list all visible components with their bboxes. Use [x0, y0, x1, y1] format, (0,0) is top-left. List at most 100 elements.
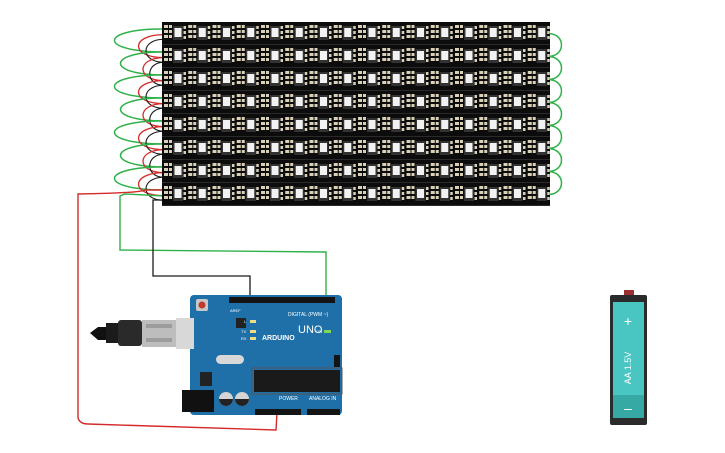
led-pixel[interactable] [236, 94, 259, 109]
power-wire-left-4[interactable] [137, 126, 165, 151]
led-pixel[interactable] [212, 117, 235, 132]
led-pixel[interactable] [164, 48, 186, 63]
led-pixel[interactable] [164, 186, 186, 201]
led-pixel[interactable] [455, 140, 477, 155]
led-pixel[interactable] [261, 163, 283, 178]
led-pixel[interactable] [309, 186, 332, 201]
led-pixel[interactable] [503, 140, 526, 155]
power-wire-left-5[interactable] [142, 149, 165, 174]
power-wire-left-6[interactable] [137, 172, 165, 197]
data-wire-right-1[interactable] [547, 55, 563, 81]
data-wire-left-1[interactable] [119, 51, 165, 76]
led-pixel[interactable] [358, 140, 380, 155]
led-pixel[interactable] [212, 48, 235, 63]
led-pixel[interactable] [527, 94, 550, 109]
led-pixel[interactable] [236, 25, 259, 40]
led-pixel[interactable] [261, 71, 283, 86]
reset-button-cap[interactable] [198, 301, 206, 309]
led-pixel[interactable] [503, 94, 526, 109]
led-pixel[interactable] [358, 117, 380, 132]
led-pixel[interactable] [406, 140, 429, 155]
led-pixel[interactable] [309, 163, 332, 178]
led-pixel[interactable] [309, 25, 332, 40]
led-pixel[interactable] [527, 117, 550, 132]
led-pixel[interactable] [479, 140, 502, 155]
led-pixel[interactable] [236, 117, 259, 132]
led-pixel[interactable] [212, 163, 235, 178]
led-pixel[interactable] [261, 48, 283, 63]
led-pixel[interactable] [164, 25, 186, 40]
led-pixel[interactable] [188, 94, 211, 109]
data-wire-left-6[interactable] [114, 166, 165, 191]
led-pixel[interactable] [164, 163, 186, 178]
led-pixel[interactable] [188, 186, 211, 201]
data-wire-left-4[interactable] [114, 120, 165, 145]
led-pixel[interactable] [527, 71, 550, 86]
led-pixel[interactable] [455, 117, 477, 132]
led-pixel[interactable] [285, 48, 308, 63]
data-wire-left-3[interactable] [119, 97, 165, 122]
usb-connector[interactable] [90, 318, 194, 349]
led-pixel[interactable] [358, 163, 380, 178]
data-wire-right-3[interactable] [547, 101, 563, 127]
led-pixel[interactable] [382, 117, 405, 132]
led-pixel[interactable] [285, 25, 308, 40]
power-jack[interactable] [182, 390, 214, 412]
led-pixel[interactable] [333, 140, 356, 155]
led-pixel[interactable] [309, 48, 332, 63]
ground-wire-left-5[interactable] [149, 153, 165, 178]
led-pixel[interactable] [358, 186, 380, 201]
led-pixel[interactable] [382, 140, 405, 155]
led-pixel[interactable] [285, 71, 308, 86]
led-pixel[interactable] [285, 163, 308, 178]
data-wire-left-2[interactable] [114, 74, 165, 99]
led-pixel[interactable] [212, 186, 235, 201]
led-pixel[interactable] [333, 48, 356, 63]
led-pixel[interactable] [236, 140, 259, 155]
led-pixel[interactable] [406, 94, 429, 109]
led-pixel[interactable] [358, 25, 380, 40]
led-pixel[interactable] [527, 25, 550, 40]
led-pixel[interactable] [358, 48, 380, 63]
led-pixel[interactable] [430, 25, 453, 40]
led-pixel[interactable] [406, 186, 429, 201]
data-wire-right-5[interactable] [547, 147, 563, 173]
led-pixel[interactable] [430, 48, 453, 63]
led-pixel[interactable] [382, 94, 405, 109]
data-wire-right-4[interactable] [547, 124, 563, 150]
led-pixel[interactable] [503, 48, 526, 63]
led-pixel[interactable] [406, 163, 429, 178]
arduino-uno-board[interactable]: ARDUINO UNO DIGITAL (PWM ~) POWER ANALOG… [90, 295, 343, 415]
led-pixel[interactable] [503, 71, 526, 86]
led-pixel[interactable] [236, 163, 259, 178]
led-pixel[interactable] [406, 25, 429, 40]
led-pixel[interactable] [333, 94, 356, 109]
led-pixel[interactable] [430, 71, 453, 86]
data-wire-left-5[interactable] [119, 143, 165, 168]
led-pixel[interactable] [479, 117, 502, 132]
analog-header[interactable] [307, 409, 340, 415]
data-wire-left-0[interactable] [114, 28, 165, 53]
led-pixel[interactable] [285, 186, 308, 201]
led-pixel[interactable] [479, 48, 502, 63]
led-pixel[interactable] [333, 71, 356, 86]
led-pixel[interactable] [382, 25, 405, 40]
led-pixel[interactable] [479, 25, 502, 40]
led-pixel[interactable] [333, 117, 356, 132]
led-pixel[interactable] [503, 163, 526, 178]
led-pixel[interactable] [430, 117, 453, 132]
led-pixel[interactable] [455, 25, 477, 40]
led-pixel[interactable] [358, 71, 380, 86]
led-pixel[interactable] [261, 25, 283, 40]
led-pixel[interactable] [236, 186, 259, 201]
led-pixel[interactable] [479, 71, 502, 86]
led-pixel[interactable] [430, 140, 453, 155]
main-power-wire[interactable] [77, 189, 278, 431]
led-pixel[interactable] [261, 140, 283, 155]
led-pixel[interactable] [503, 186, 526, 201]
led-pixel[interactable] [261, 94, 283, 109]
led-pixel[interactable] [309, 117, 332, 132]
ground-wire-left-1[interactable] [149, 61, 165, 86]
aa-battery[interactable]: + – AA 1.5V [610, 290, 647, 425]
led-pixel[interactable] [479, 163, 502, 178]
